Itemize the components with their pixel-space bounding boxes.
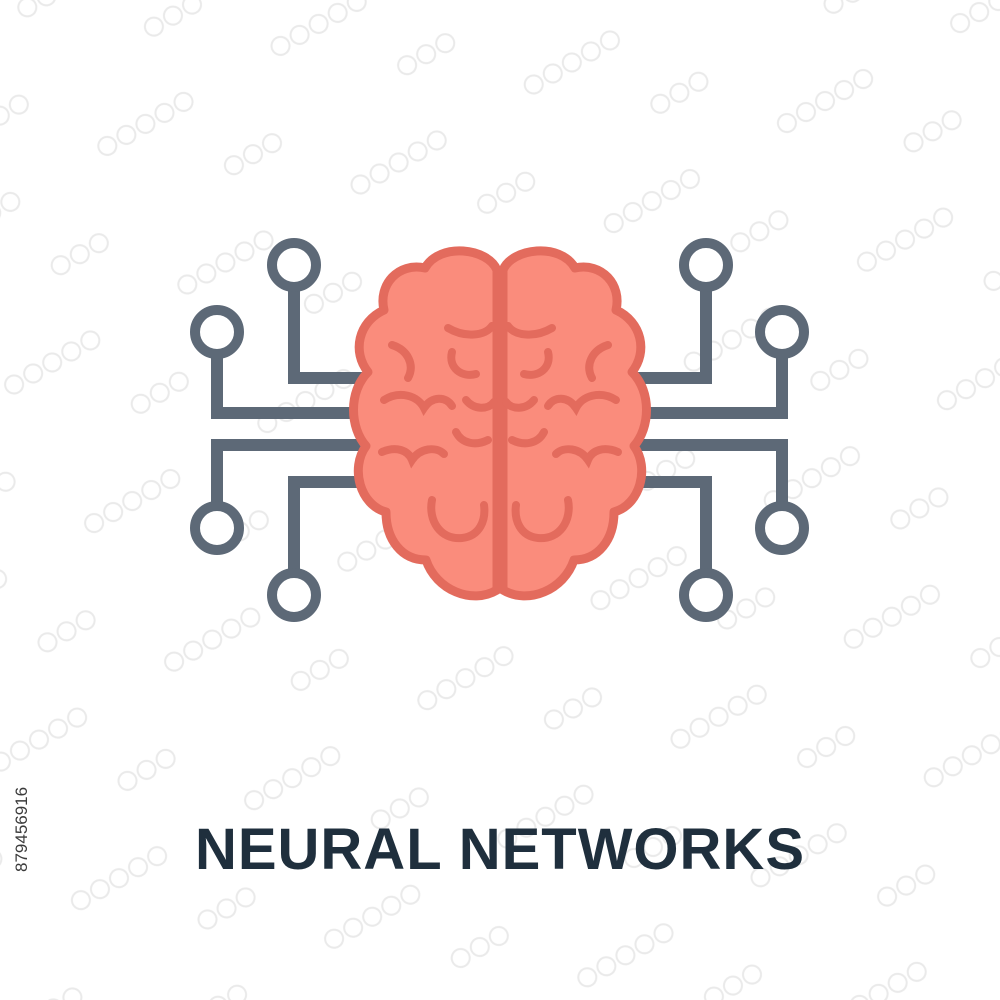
- circuit-nodes-right: [679, 238, 809, 622]
- circuit-nodes-left: [190, 238, 321, 622]
- brain-right-hemisphere: [498, 246, 651, 601]
- brain-folds: [378, 322, 622, 543]
- circuit-lines-left: [211, 290, 365, 570]
- caption-title: NEURAL NETWORKS: [194, 817, 806, 882]
- circuit-lines-right: [635, 290, 788, 570]
- brain-left-hemisphere: [349, 246, 502, 601]
- stock-id: 879456916: [12, 786, 31, 872]
